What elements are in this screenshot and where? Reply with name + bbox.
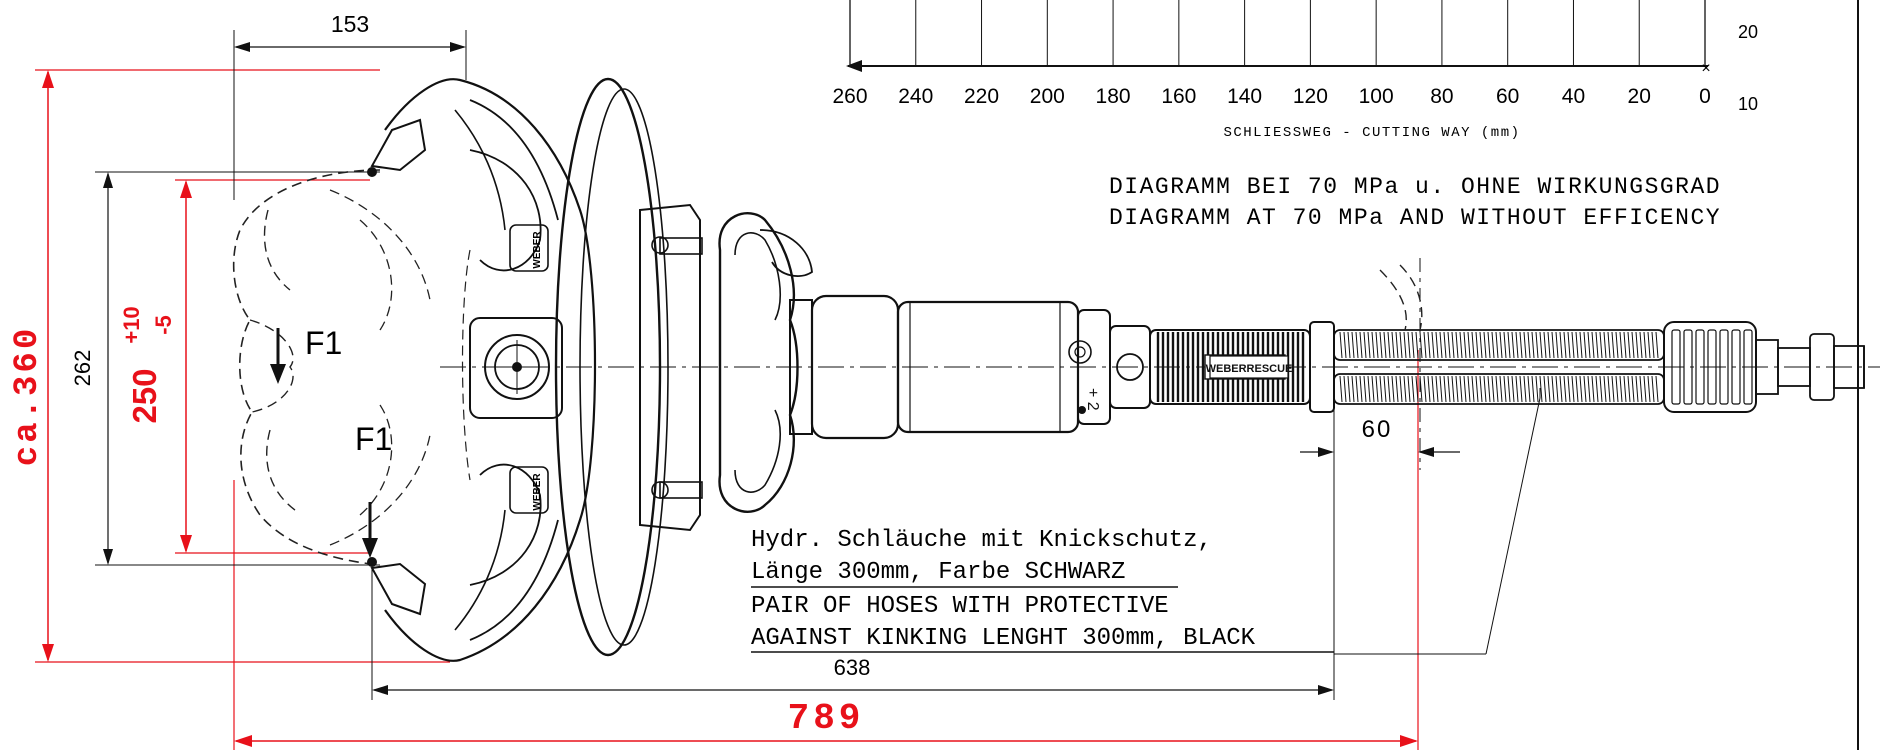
force-label-f1-mid: F1: [355, 421, 392, 457]
hose-note-en2: AGAINST KINKING LENGHT 300mm, BLACK: [751, 625, 1256, 652]
weberrescue-logo: WEBERRESCUE: [1206, 355, 1293, 379]
diagram-note-line1: DIAGRAMM BEI 70 MPa u. OHNE WIRKUNGSGRAD: [1109, 174, 1721, 200]
chart-tick-label: 60: [1496, 85, 1519, 108]
dim-250: 250: [126, 368, 163, 423]
svg-text:WEBERRESCUE: WEBERRESCUE: [1206, 363, 1293, 375]
dim-tol-minus: -5: [151, 315, 176, 335]
red-dimensions: [35, 69, 1419, 750]
chart-tick-label: 180: [1096, 85, 1131, 108]
chart-tick-label: 160: [1161, 85, 1196, 108]
hose-note-de1: Hydr. Schläuche mit Knickschutz,: [751, 527, 1212, 554]
svg-text:+ 2: + 2: [1084, 388, 1101, 411]
force-arrow-top: [270, 328, 286, 384]
chart-tick-label: 200: [1030, 85, 1065, 108]
chart-tick-label: 20: [1628, 85, 1651, 108]
chart-axis-label: SCHLIESSWEG - CUTTING WAY (mm): [1223, 125, 1520, 141]
axis-origin-cross: ×: [1701, 60, 1710, 77]
spreader-tool-drawing: + 2: [232, 77, 1880, 662]
jaw-brand-label-top: WEBER: [532, 231, 543, 269]
chart-tick-label: 140: [1227, 85, 1262, 108]
axis-arrow-head: [846, 60, 862, 72]
dim-262: 262: [70, 350, 95, 387]
chart-right-label-10: 10: [1738, 94, 1758, 114]
chart-tick-label: 0: [1699, 85, 1711, 108]
dim-789: 789: [788, 698, 865, 739]
chart-tick-label: 100: [1359, 85, 1394, 108]
chart-tick-label: 120: [1293, 85, 1328, 108]
black-dimensions: [95, 30, 1541, 700]
dim-ca-360: ca.360: [9, 326, 47, 466]
dim-60: 60: [1362, 416, 1393, 443]
hose-note-en1: PAIR OF HOSES WITH PROTECTIVE: [751, 593, 1169, 620]
dim-153: 153: [331, 11, 369, 37]
chart-tick-label: 80: [1430, 85, 1453, 108]
hose-note-de2: Länge 300mm, Farbe SCHWARZ: [751, 559, 1125, 586]
diagram-note-line2: DIAGRAMM AT 70 MPa AND WITHOUT EFFICENCY: [1109, 205, 1721, 231]
force-arrow-bottom: [362, 502, 378, 558]
force-label-f1-top: F1: [305, 325, 342, 361]
chart-tick-label: 220: [964, 85, 999, 108]
dim-tol-plus: +10: [119, 306, 144, 343]
chart-tick-label: 40: [1562, 85, 1585, 108]
dim-638: 638: [834, 655, 871, 680]
chart-tick-label: 260: [832, 85, 867, 108]
chart-tick-label: 240: [898, 85, 933, 108]
jaw-brand-label-bottom: WEBER: [532, 473, 543, 511]
chart-right-label-20: 20: [1738, 22, 1758, 42]
